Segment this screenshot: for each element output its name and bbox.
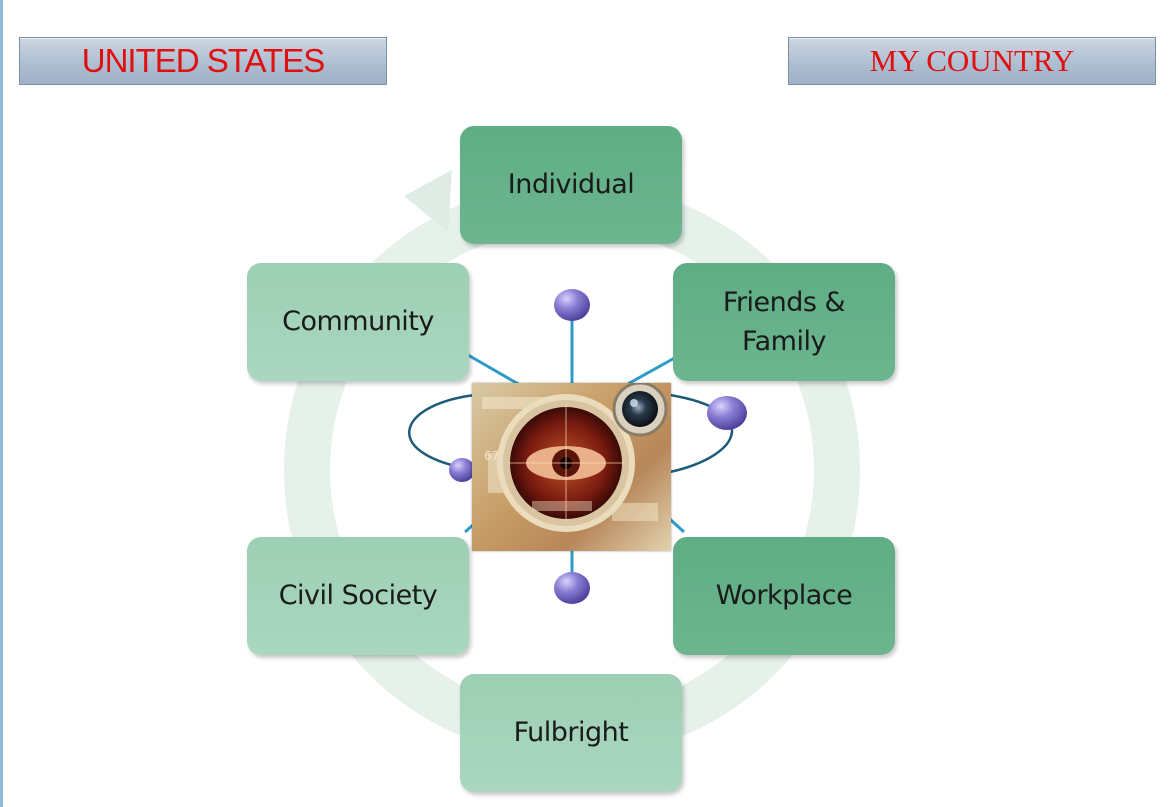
node-community: Community [247,263,469,381]
connector-upper-left [467,353,521,387]
node-individual-label: Individual [507,169,635,201]
node-workplace-label: Workplace [715,580,853,612]
header-my-country-label: MY COUNTRY [869,43,1075,78]
orbit-ring [408,393,734,474]
node-fulbright: Fulbright [460,674,682,792]
node-community-label: Community [282,306,434,338]
header-united-states: UNITED STATES [19,37,387,85]
connector-upper-right [625,353,681,387]
node-individual: Individual [460,126,682,244]
orb-left [449,458,475,482]
node-friends-family: Friends & Family [673,263,895,381]
header-my-country: MY COUNTRY [788,37,1156,85]
orb-bottom [554,572,590,604]
header-united-states-label: UNITED STATES [81,42,325,79]
center-image: 67 [472,383,671,551]
node-civil-society: Civil Society [247,537,469,655]
svg-text:67: 67 [484,449,499,463]
eye-lens-icon: 67 [482,383,668,532]
orb-right [707,396,747,430]
node-fulbright-label: Fulbright [513,717,629,749]
orb-top [554,289,590,321]
node-workplace: Workplace [673,537,895,655]
left-border-line [0,0,3,807]
cycle-arrowhead [404,170,452,232]
node-civil-society-label: Civil Society [278,580,438,612]
node-friends-family-label: Friends & Family [722,286,846,357]
